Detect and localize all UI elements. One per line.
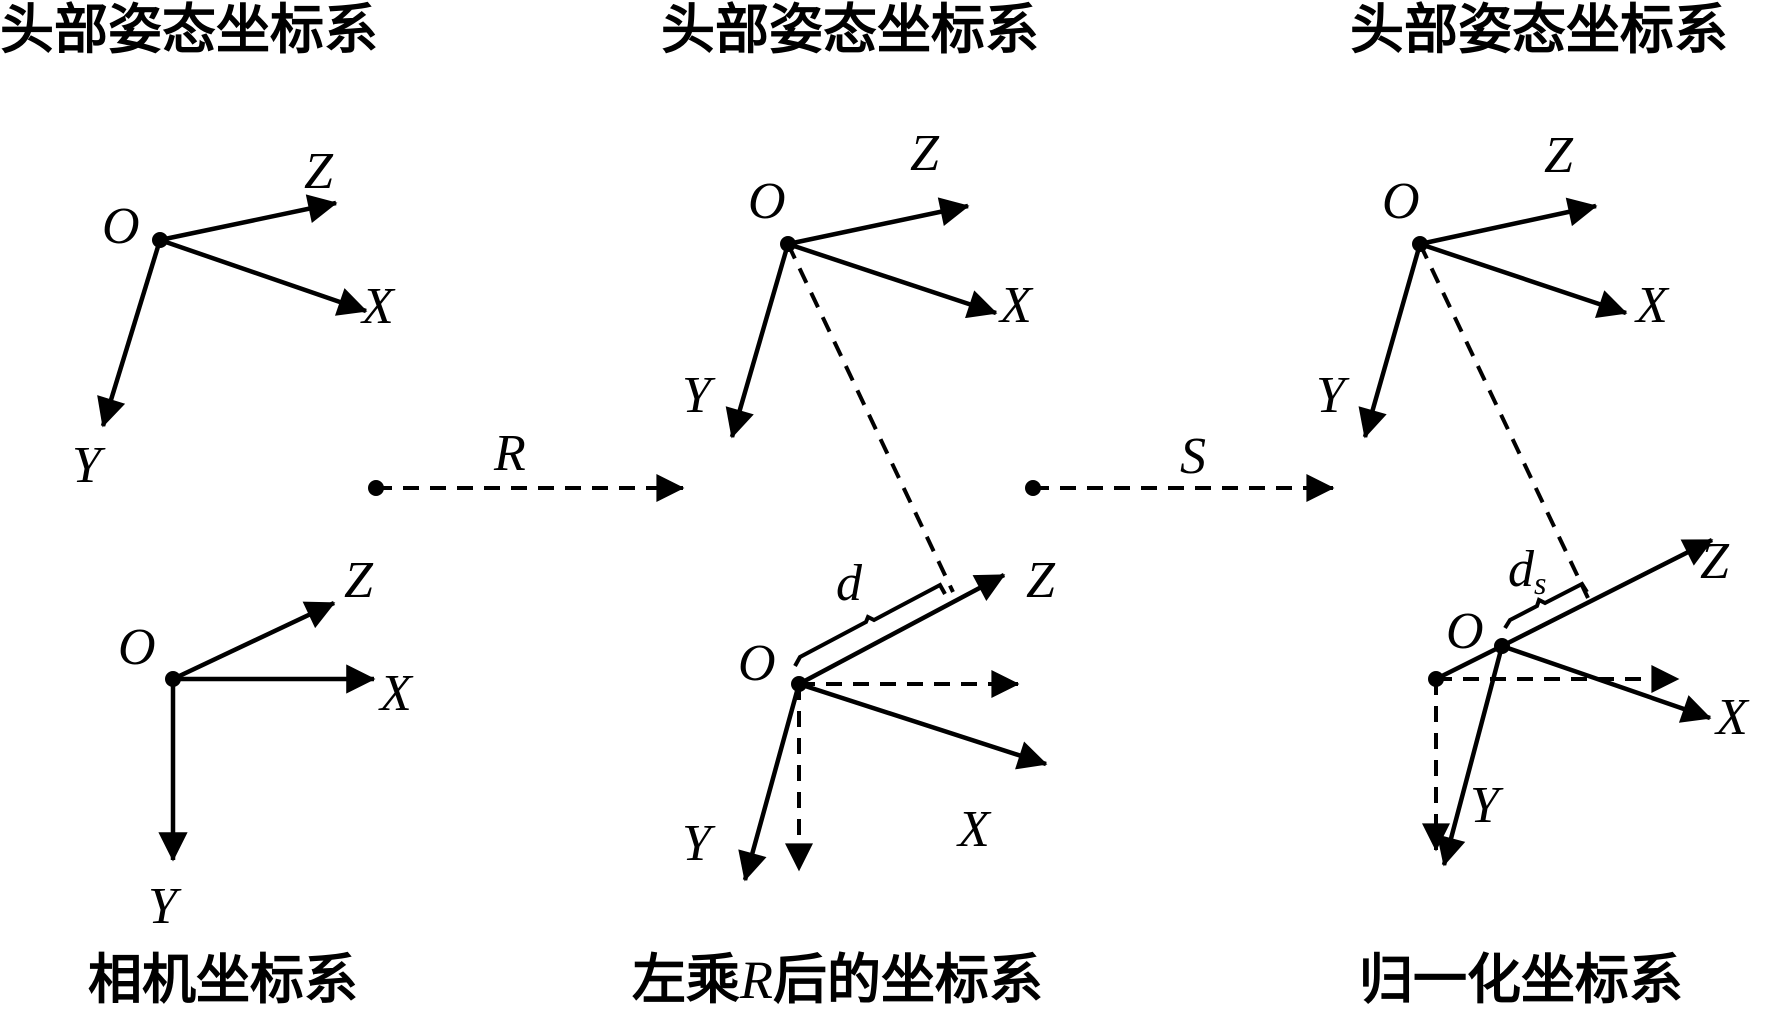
distance-label-ds: ds — [1508, 541, 1546, 601]
title-bottom-middle-post: 后的坐标系 — [773, 947, 1043, 1011]
z-axis-label: Z — [1026, 552, 1056, 609]
middle-rotated-frame: d O Z X Y — [682, 552, 1056, 882]
origin-label: O — [1446, 603, 1484, 660]
x-axis-arrow — [1419, 241, 1628, 319]
z-axis-label: Z — [304, 143, 334, 200]
y-axis-arrow — [1358, 243, 1423, 439]
x-axis-arrow — [798, 681, 1048, 770]
z-axis-arrow — [159, 194, 338, 243]
scale-transform-arrow: S — [1025, 428, 1335, 502]
title-bottom-middle-var: R — [739, 950, 773, 1010]
title-bottom-left: 相机坐标系 — [88, 947, 358, 1011]
rotation-label: R — [493, 425, 526, 482]
left-head-pose-frame: O Z X Y — [72, 143, 396, 494]
title-bottom-middle: 左乘R后的坐标系 — [632, 947, 1043, 1011]
y-axis-arrow — [1436, 645, 1505, 867]
title-top-middle: 头部姿态坐标系 — [661, 0, 1039, 61]
x-axis-arrow — [159, 237, 368, 316]
y-axis-arrow — [738, 683, 802, 882]
z-axis-arrow — [1419, 197, 1598, 247]
z-axis-label: Z — [1544, 127, 1574, 184]
title-top-left: 头部姿态坐标系 — [0, 0, 378, 61]
z-axis-label: Z — [1700, 533, 1730, 590]
origin-label: O — [738, 635, 776, 692]
distance-label-ds-main: d — [1508, 541, 1535, 598]
title-bottom-middle-pre: 左乘 — [632, 947, 740, 1011]
y-axis-label: Y — [682, 815, 716, 872]
distance-label-ds-sub: s — [1534, 565, 1546, 601]
middle-head-pose-frame: O Z X Y — [682, 125, 1034, 593]
origin-label: O — [102, 198, 140, 255]
z-axis-arrow — [172, 600, 336, 682]
right-normalized-frame: ds O Z X Y — [1422, 533, 1750, 867]
x-axis-label: X — [378, 665, 414, 722]
z-axis-arrow — [1500, 537, 1714, 649]
y-axis-label: Y — [1470, 777, 1504, 834]
origin-label: O — [118, 619, 156, 676]
title-bottom-right: 归一化坐标系 — [1359, 947, 1683, 1011]
left-camera-frame: O Z X Y — [118, 552, 414, 935]
origin-label: O — [1382, 173, 1420, 230]
z-axis-arrow — [797, 573, 1006, 686]
scale-label: S — [1180, 428, 1206, 485]
title-top-right: 头部姿态坐标系 — [1350, 0, 1728, 61]
z-axis-label: Z — [910, 125, 940, 182]
translation-link — [1434, 643, 1504, 682]
y-axis-label: Y — [148, 878, 182, 935]
x-axis-label: X — [1714, 689, 1750, 746]
z-axis-arrow — [787, 197, 970, 247]
z-axis-label: Z — [344, 552, 374, 609]
distance-guide-line — [1418, 243, 1590, 599]
y-axis-label: Y — [1316, 367, 1350, 424]
rotation-transform-arrow: R — [368, 425, 685, 502]
distance-brace-d — [793, 582, 947, 667]
x-axis-label: X — [360, 278, 396, 335]
x-axis-arrow — [787, 241, 998, 319]
x-axis-label: X — [1634, 277, 1670, 334]
x-axis-label: X — [956, 801, 992, 858]
distance-guide-line — [786, 243, 955, 593]
y-axis-arrow — [97, 239, 163, 428]
y-axis-label: Y — [72, 437, 106, 494]
x-axis-label: X — [998, 277, 1034, 334]
distance-brace-ds — [1503, 581, 1589, 630]
y-axis-arrow — [725, 243, 791, 439]
y-axis-label: Y — [682, 367, 716, 424]
origin-label: O — [748, 173, 786, 230]
right-head-pose-frame: O Z X Y — [1316, 127, 1670, 599]
x-axis-arrow — [1501, 643, 1712, 723]
distance-label-d: d — [836, 555, 863, 612]
